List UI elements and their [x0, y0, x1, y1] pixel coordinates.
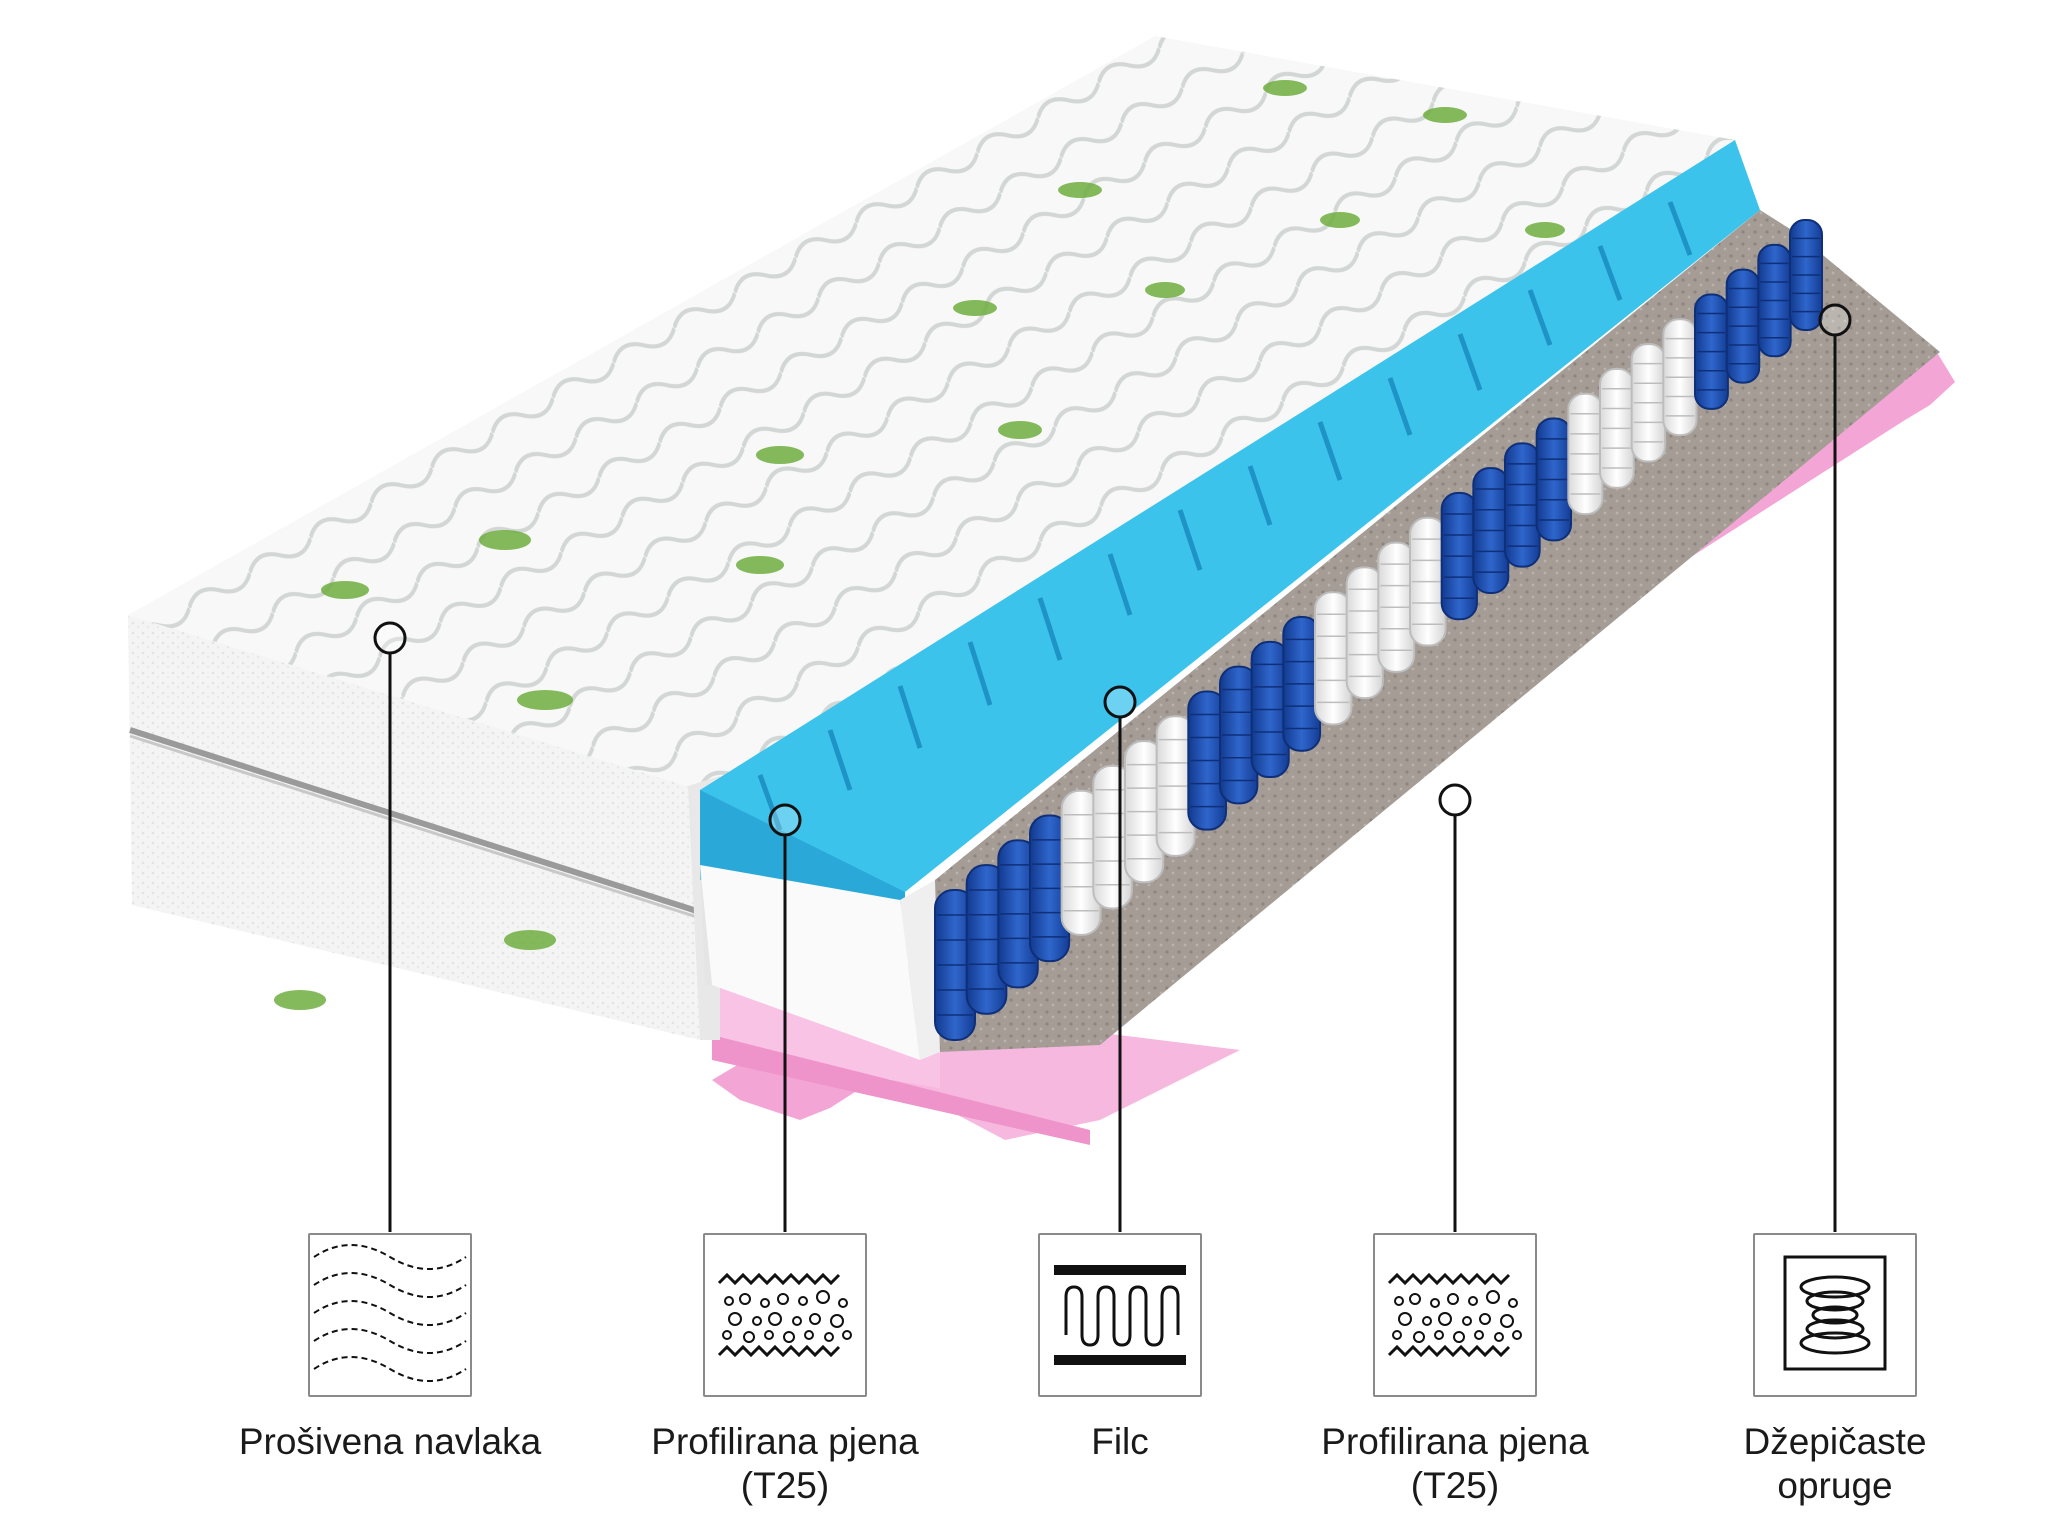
foam-bubbles-icon: [703, 1233, 867, 1397]
foam-bubbles-icon: [1373, 1233, 1537, 1397]
label-profiled-foam-top: Profilirana pjena (T25): [651, 1421, 919, 1506]
label-pocket-springs: Džepičaste opruge: [1743, 1421, 1927, 1506]
white-side-foam: [700, 865, 940, 1060]
coil-spring-icon: [1753, 1233, 1917, 1397]
quilted-cover: [128, 36, 1735, 1040]
leader-lines: [373, 303, 1852, 1232]
label-quilted-cover: Prošivena navlaka: [238, 1421, 542, 1462]
quilted-waves-icon: [308, 1233, 472, 1397]
felt-spring-zigzag-icon: [1038, 1233, 1202, 1397]
pocket-springs: [934, 219, 1823, 1041]
label-felt: Filc: [1091, 1421, 1149, 1462]
label-profiled-foam-bottom: Profilirana pjena (T25): [1321, 1421, 1589, 1506]
